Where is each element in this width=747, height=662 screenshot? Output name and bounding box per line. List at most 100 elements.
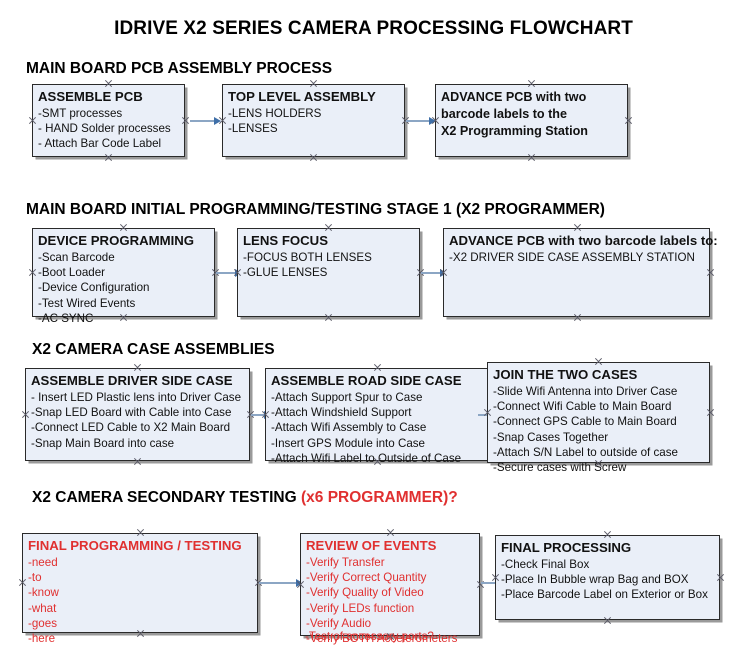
process-box-line: - Insert LED Plastic lens into Driver Ca… [31,391,242,404]
section-heading-text: MAIN BOARD INITIAL PROGRAMMING/TESTING S… [26,201,605,218]
process-box-line: X2 Programming Station [441,124,588,138]
process-box-header: TOP LEVEL ASSEMBLY [228,89,376,104]
process-box-line: -Boot Loader [38,266,106,280]
process-box-content: ASSEMBLE PCB -SMT processes - HAND Solde… [33,85,184,154]
section-heading-x2-camera-case-assemblies: X2 CAMERA CASE ASSEMBLIES [32,341,275,359]
arrow-assemble-pcb-to-top-level-assembly [190,116,222,126]
process-box-line: -AC SYNC [38,311,94,325]
process-box-content: ASSEMBLE DRIVER SIDE CASE - Insert LED P… [26,369,249,453]
process-box-advance-pcb-to-x2-programming-station[interactable]: ADVANCE PCB with two barcode labels to t… [435,84,628,157]
section-heading-main-board-initial-programming-testing-stage-1: MAIN BOARD INITIAL PROGRAMMING/TESTING S… [26,201,605,219]
process-box-line: -Connect LED Cable to X2 Main Board [31,421,231,435]
process-box-line: ADVANCE PCB with two [441,90,587,104]
process-box-content: ASSEMBLE ROAD SIDE CASE -Attach Support … [266,369,489,468]
process-box-line: -Verify LEDs function [306,601,415,615]
process-box-content: TOP LEVEL ASSEMBLY -LENS HOLDERS -LENSES [223,85,404,138]
process-box-line: -Check Final Box [501,558,590,571]
arrow-shaft [421,272,441,274]
process-box-line: -Insert GPS Module into Case [271,436,426,450]
process-box-line: -need [28,556,58,569]
process-box-header: JOIN THE TWO CASES [493,367,638,382]
process-box-line: -X2 DRIVER SIDE CASE ASSEMBLY STATION [449,251,695,264]
arrow-shaft [406,120,430,122]
arrow-shaft [259,582,297,584]
process-box-line: - HAND Solder processes [38,122,171,136]
arrow-shaft [216,272,236,274]
process-box-line: -Attach S/N Label to outside of case [493,445,678,459]
process-box-line: -Verify BOTH Accelerometers [306,632,458,646]
process-box-line: -FOCUS BOTH LENSES [243,251,372,264]
process-box-line: -to [28,571,42,585]
process-box-content: DEVICE PROGRAMMING -Scan Barcode -Boot L… [33,229,214,328]
process-box-content: ADVANCE PCB with two barcode labels to: … [444,229,718,267]
process-box-line: -LENSES [228,122,278,136]
process-box-assemble-road-side-case[interactable]: ASSEMBLE ROAD SIDE CASE -Attach Support … [265,368,490,465]
process-box-line: -Verify Quality of Video [306,586,424,600]
process-box-header: DEVICE PROGRAMMING [38,233,195,248]
process-box-line: -Snap Main Board into case [31,436,175,450]
process-box-line: -Snap Cases Together [493,430,609,444]
process-box-header: ASSEMBLE PCB [38,89,143,104]
process-box-line: -Test Wired Events [38,296,136,310]
arrow-shaft [251,414,265,416]
process-box-line: -SMT processes [38,107,123,120]
section-heading-text: X2 CAMERA SECONDARY TESTING [32,489,301,506]
process-box-join-the-two-cases[interactable]: JOIN THE TWO CASES -Slide Wifi Antenna i… [487,362,710,474]
arrow-final-programming-to-review-of-events [259,578,303,588]
process-box-line: -goes [28,616,58,630]
process-box-line: -Verify Transfer [306,556,385,569]
process-box-device-programming[interactable]: DEVICE PROGRAMMING -Scan Barcode -Boot L… [32,228,215,325]
process-box-line: -know [28,586,59,600]
process-box-final-programming-testing[interactable]: FINAL PROGRAMMING / TESTING -need -to -k… [22,533,258,645]
process-box-content: FINAL PROCESSING -Check Final Box -Place… [496,536,719,605]
process-box-top-level-assembly[interactable]: TOP LEVEL ASSEMBLY -LENS HOLDERS -LENSES [222,84,405,157]
process-box-line: barcode labels to the [441,107,567,121]
process-box-line: - Attach Bar Code Label [38,137,162,151]
process-box-assemble-pcb[interactable]: ASSEMBLE PCB -SMT processes - HAND Solde… [32,84,185,157]
process-box-line: -Verify Correct Quantity [306,571,427,585]
process-box-line: -Verify Audio [306,616,372,630]
process-box-content: ADVANCE PCB with two barcode labels to t… [436,85,627,142]
process-box-line: -LENS HOLDERS [228,107,322,120]
process-box-header: ASSEMBLE DRIVER SIDE CASE [31,373,233,388]
process-box-header: LENS FOCUS [243,233,328,248]
section-heading-main-board-pcb-assembly-process: MAIN BOARD PCB ASSEMBLY PROCESS [26,60,332,78]
process-box-line: -Attach Wifi Label to Outside of Case [271,451,462,465]
process-box-line: -Secure cases with Screw [493,461,627,475]
process-box-line: -Place In Bubble wrap Bag and BOX [501,573,689,587]
process-box-line: -GLUE LENSES [243,266,328,280]
process-box-header: ASSEMBLE ROAD SIDE CASE [271,373,462,388]
process-box-review-of-events[interactable]: REVIEW OF EVENTS -Verify Transfer -Verif… [300,533,480,645]
section-heading-accent: (x6 PROGRAMMER)? [301,489,458,506]
process-box-advance-pcb-to-driver-side-case-assembly[interactable]: ADVANCE PCB with two barcode labels to: … [443,228,718,317]
process-box-line: -Place Barcode Label on Exterior or Box [501,588,708,602]
process-box-content: LENS FOCUS -FOCUS BOTH LENSES -GLUE LENS… [238,229,419,282]
arrow-right-icon [214,117,221,125]
process-box-line: -Attach Wifi Assembly to Case [271,421,427,435]
process-box-line: -Scan Barcode [38,251,115,264]
process-box-line: -Attach Windshield Support [271,406,412,420]
process-box-content: JOIN THE TWO CASES -Slide Wifi Antenna i… [488,363,709,477]
process-box-line: -Snap LED Board with Cable into Case [31,406,232,420]
process-box-line: -here [28,632,56,646]
process-box-line: -Connect Wifi Cable to Main Board [493,400,672,414]
process-box-line: -Attach Support Spur to Case [271,391,423,404]
process-box-line: -what [28,601,57,615]
arrow-top-level-assembly-to-advance-pcb [406,116,436,126]
process-box-content: REVIEW OF EVENTS -Verify Transfer -Verif… [301,534,479,648]
section-heading-text: X2 CAMERA CASE ASSEMBLIES [32,341,275,358]
process-box-lens-focus[interactable]: LENS FOCUS -FOCUS BOTH LENSES -GLUE LENS… [237,228,420,317]
process-box-header: FINAL PROCESSING [501,540,632,555]
process-box-final-processing[interactable]: FINAL PROCESSING -Check Final Box -Place… [495,535,720,620]
process-box-content: FINAL PROGRAMMING / TESTING -need -to -k… [23,534,257,648]
process-box-header: REVIEW OF EVENTS [306,538,437,553]
process-box-line: -Device Configuration [38,281,150,295]
process-box-line: -Slide Wifi Antenna into Driver Case [493,385,678,398]
section-heading-text: MAIN BOARD PCB ASSEMBLY PROCESS [26,60,333,77]
arrow-shaft [190,120,215,122]
process-box-header: FINAL PROGRAMMING / TESTING [28,538,242,553]
page-title: IDRIVE X2 SERIES CAMERA PROCESSING FLOWC… [114,18,633,39]
section-heading-x2-camera-secondary-testing: X2 CAMERA SECONDARY TESTING (x6 PROGRAMM… [32,489,458,507]
process-box-assemble-driver-side-case[interactable]: ASSEMBLE DRIVER SIDE CASE - Insert LED P… [25,368,250,461]
